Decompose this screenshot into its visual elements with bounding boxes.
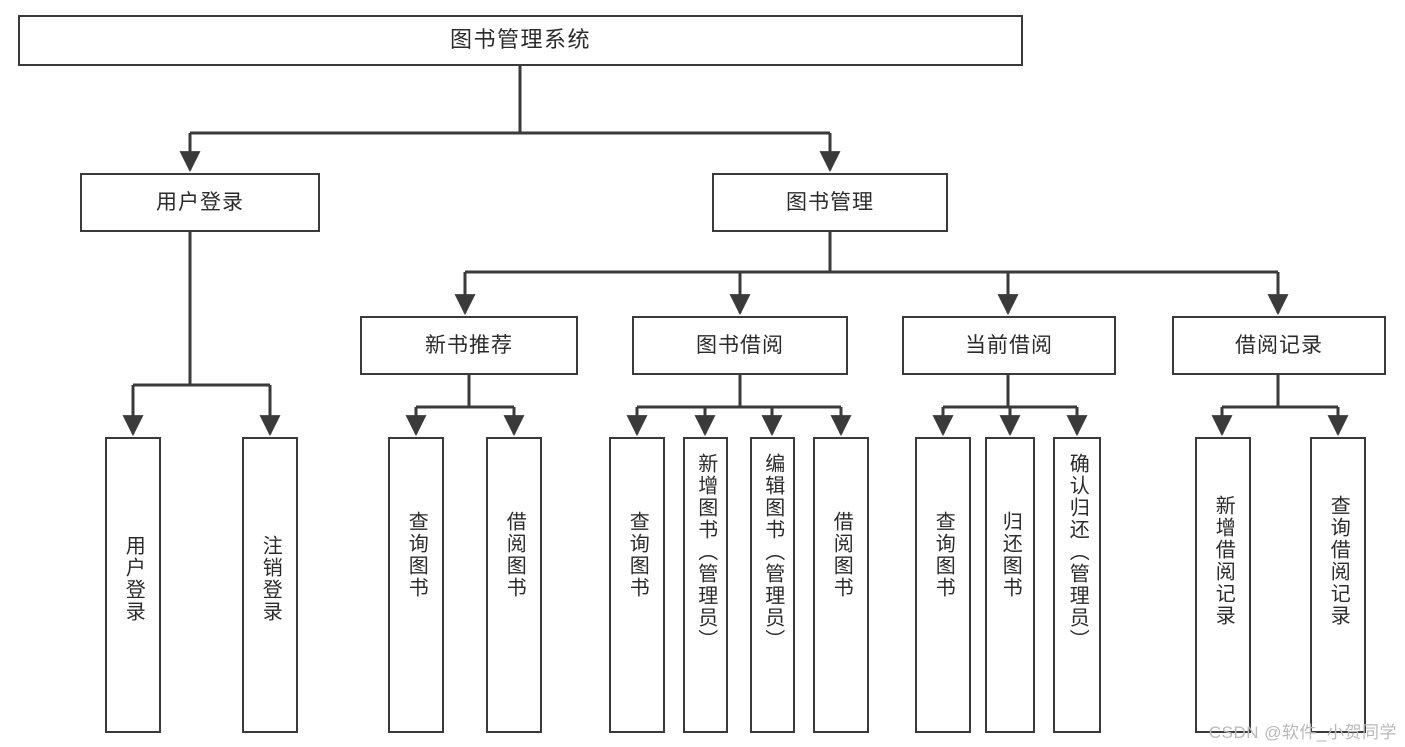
leaf-query-book-recommendation[interactable]: 查询图书 xyxy=(388,437,444,733)
node-label: 查询图书 xyxy=(626,511,649,599)
node-book-borrowing[interactable]: 图书借阅 xyxy=(632,316,848,375)
node-label: 查询图书 xyxy=(932,511,955,599)
leaf-user-login[interactable]: 用户登录 xyxy=(105,437,161,733)
node-label: 注销登录 xyxy=(259,535,282,623)
leaf-borrow-book-recommendation[interactable]: 借阅图书 xyxy=(486,437,542,733)
leaf-query-book-borrowing[interactable]: 查询图书 xyxy=(609,437,665,733)
node-label: 用户登录 xyxy=(156,190,244,214)
node-label: 借阅图书 xyxy=(503,511,526,599)
leaf-query-book-current[interactable]: 查询图书 xyxy=(915,437,971,733)
leaf-confirm-return-admin[interactable]: 确认归还（管理员） xyxy=(1053,437,1101,733)
node-label: 用户登录 xyxy=(122,535,145,623)
node-label: 查询图书 xyxy=(405,511,428,599)
node-label: 借阅图书 xyxy=(830,511,853,599)
node-label: 查询借阅记录 xyxy=(1327,495,1350,627)
node-label: 确认归还（管理员） xyxy=(1066,453,1089,651)
leaf-add-borrowing-record[interactable]: 新增借阅记录 xyxy=(1195,437,1251,733)
node-label: 新书推荐 xyxy=(425,333,513,357)
leaf-edit-book-admin[interactable]: 编辑图书（管理员） xyxy=(750,437,795,733)
leaf-query-borrowing-record[interactable]: 查询借阅记录 xyxy=(1310,437,1366,733)
leaf-add-book-admin[interactable]: 新增图书（管理员） xyxy=(683,437,728,733)
csdn-watermark: CSDN @软件_小贺同学 xyxy=(1208,723,1397,742)
node-label: 图书管理系统 xyxy=(449,27,591,53)
node-label: 新增图书（管理员） xyxy=(694,453,717,651)
node-user-login[interactable]: 用户登录 xyxy=(80,173,320,232)
leaf-return-book[interactable]: 归还图书 xyxy=(985,437,1035,733)
node-borrowing-records[interactable]: 借阅记录 xyxy=(1172,316,1386,375)
node-label: 图书借阅 xyxy=(696,333,784,357)
node-label: 新增借阅记录 xyxy=(1212,495,1235,627)
node-label: 借阅记录 xyxy=(1235,333,1323,357)
leaf-borrow-book-borrowing[interactable]: 借阅图书 xyxy=(813,437,869,733)
node-label: 当前借阅 xyxy=(965,333,1053,357)
node-current-borrowing[interactable]: 当前借阅 xyxy=(902,316,1116,375)
node-book-management[interactable]: 图书管理 xyxy=(712,173,948,232)
node-label: 图书管理 xyxy=(786,190,874,214)
node-new-book-recommendation[interactable]: 新书推荐 xyxy=(360,316,578,375)
node-label: 编辑图书（管理员） xyxy=(761,453,784,651)
node-label: 归还图书 xyxy=(999,511,1022,599)
node-root-book-management-system[interactable]: 图书管理系统 xyxy=(18,15,1023,66)
leaf-logout[interactable]: 注销登录 xyxy=(242,437,298,733)
